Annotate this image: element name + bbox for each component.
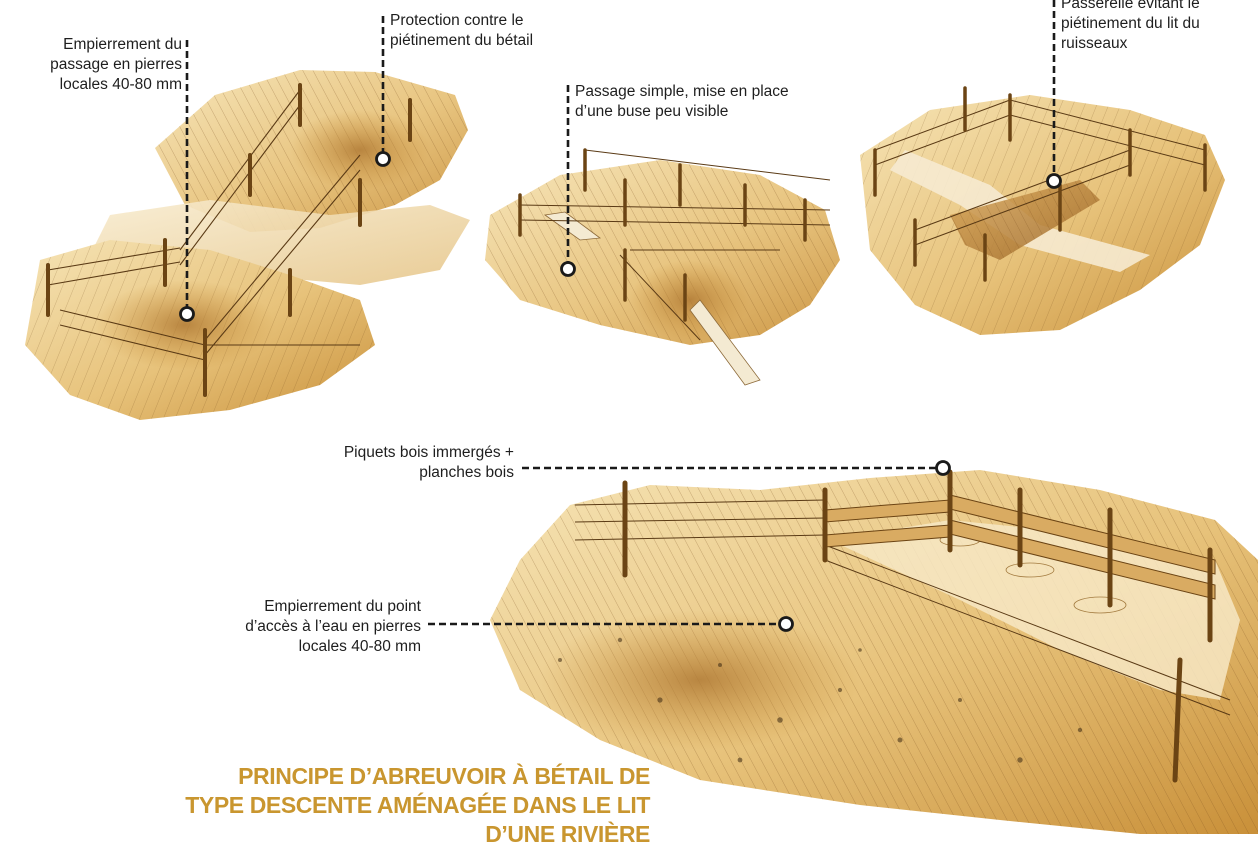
annotation-wooden-posts: Piquets bois immergés + planches bois <box>344 443 514 483</box>
annotation-line: d’une buse peu visible <box>575 103 729 120</box>
annotation-line: Empierrement du point <box>264 598 421 615</box>
illustration-simple-crossing <box>485 148 840 386</box>
annotation-line: locales 40-80 mm <box>298 638 421 655</box>
annotation-line: Empierrement du <box>63 36 182 53</box>
illustration-footbridge <box>860 86 1225 335</box>
title-line: PRINCIPE D’ABREUVOIR À BÉTAIL DE <box>238 763 650 789</box>
leader-lines <box>185 0 1056 626</box>
annotation-footbridge: Passerelle évitant le piétinement du lit… <box>1061 0 1200 54</box>
marker-trampling-protection <box>375 151 391 167</box>
marker-footbridge <box>1046 173 1062 189</box>
marker-simple-crossing <box>560 261 576 277</box>
annotation-line: ruisseaux <box>1061 35 1128 52</box>
marker-stone-access <box>778 616 794 632</box>
annotation-stone-crossing: Empierrement du passage en pierres local… <box>50 35 182 95</box>
marker-stone-crossing <box>179 306 195 322</box>
annotation-trampling-protection: Protection contre le piétinement du béta… <box>390 11 533 51</box>
annotation-line: planches bois <box>419 464 514 481</box>
annotation-line: Passerelle évitant le <box>1061 0 1200 12</box>
annotation-line: passage en pierres <box>50 56 182 73</box>
illustration-stone-crossing <box>25 70 470 420</box>
illustration-drinking-access <box>490 469 1258 834</box>
annotation-line: d’accès à l’eau en pierres <box>245 618 421 635</box>
annotation-line: piétinement du lit du <box>1061 15 1200 32</box>
leader-markers <box>179 151 1062 632</box>
marker-wooden-posts <box>935 460 951 476</box>
figure-title: PRINCIPE D’ABREUVOIR À BÉTAIL DE TYPE DE… <box>160 762 650 849</box>
annotation-stone-access: Empierrement du point d’accès à l’eau en… <box>245 597 421 657</box>
annotation-line: locales 40-80 mm <box>59 76 182 93</box>
title-line: D’UNE RIVIÈRE <box>485 821 650 847</box>
annotation-line: Piquets bois immergés + <box>343 444 514 461</box>
title-line: TYPE DESCENTE AMÉNAGÉE DANS LE LIT <box>185 792 650 818</box>
annotation-line: Protection contre le <box>390 12 524 29</box>
annotation-line: Passage simple, mise en place <box>575 83 789 100</box>
annotation-simple-crossing: Passage simple, mise en place d’une buse… <box>575 82 789 122</box>
annotation-line: piétinement du bétail <box>390 32 534 49</box>
